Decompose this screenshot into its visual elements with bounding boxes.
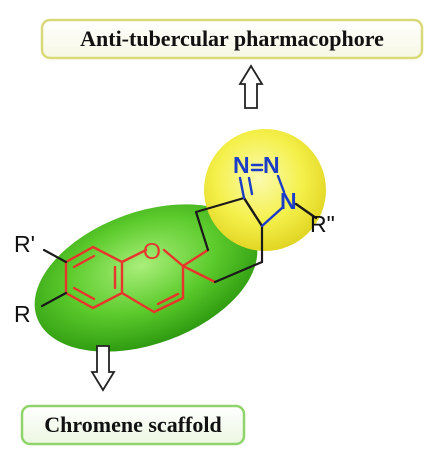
nitrogen-1-label: N [233, 152, 250, 178]
r-label: R [14, 301, 31, 327]
pharmacophore-label: Anti-tubercular pharmacophore [80, 26, 384, 51]
down-arrow-icon [90, 345, 116, 392]
triazole-bonds [238, 163, 318, 228]
r-double-prime-label: R" [310, 211, 335, 237]
chromene-highlight [34, 204, 258, 352]
oxygen-label: O [143, 238, 161, 264]
scaffold-label: Chromene scaffold [44, 412, 221, 437]
r-prime-label: R' [14, 231, 35, 257]
linker-bonds [194, 196, 264, 284]
pharmacophore-box: Anti-tubercular pharmacophore [40, 18, 424, 60]
nitrogen-3-label: N [280, 188, 297, 214]
nitrogen-2-label: N [263, 152, 280, 178]
up-arrow-icon [238, 64, 264, 109]
triazole-highlight [204, 129, 326, 251]
scaffold-box: Chromene scaffold [20, 404, 246, 446]
substituent-bonds [40, 248, 68, 308]
